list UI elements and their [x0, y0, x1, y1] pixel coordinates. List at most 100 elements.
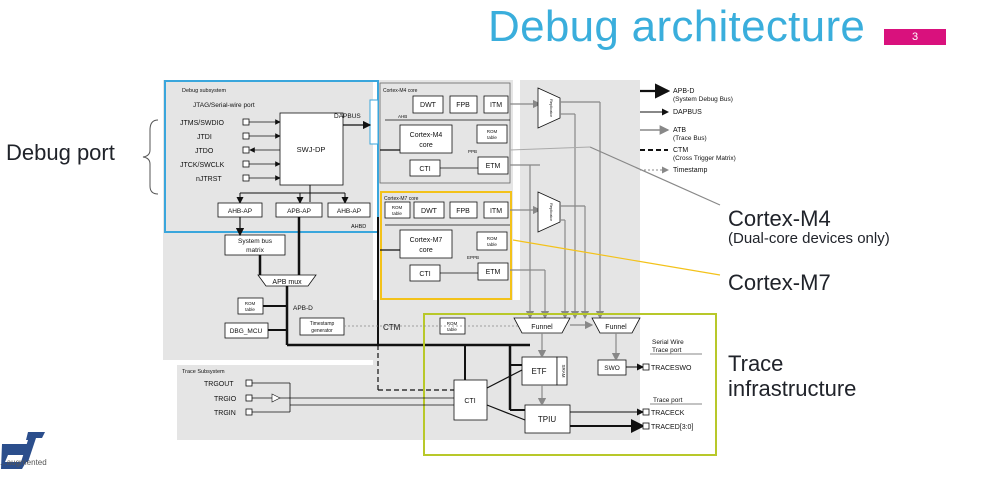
ahb-ap-label: AHB-AP [337, 208, 361, 215]
trig-pin-label: TRGIO [214, 396, 237, 403]
m4-ahb-label: AHB [398, 114, 407, 119]
m4-ppb-label: PPB [468, 149, 477, 154]
system-bus-matrix-label: matrix [246, 247, 264, 254]
rom-table-label: table [487, 242, 497, 247]
trgout-pin [245, 379, 253, 387]
tpiu-label: TPIU [538, 415, 556, 424]
logo-tagline: ...augmented [0, 458, 47, 467]
callout-trace-line1: Trace [728, 351, 784, 376]
rom-table-label: table [447, 327, 457, 332]
m4-cti-label: CTI [419, 166, 430, 173]
traceck-label: TRACECK [651, 410, 685, 417]
callout-trace-line2: infrastructure [728, 376, 857, 401]
cm7-core-label: Cortex-M7 [410, 237, 443, 244]
system-bus-matrix-block [224, 234, 286, 256]
legend-label: DAPBUS [673, 109, 702, 116]
trace-port-label: Trace port [653, 397, 683, 404]
dapbus-vertical-block [369, 99, 379, 145]
traceswo-label: TRACESWO [651, 365, 692, 372]
sram-label: SRAM [561, 364, 566, 377]
m7-itm-block [483, 201, 509, 219]
ahb-ap-label: AHB-AP [228, 208, 252, 215]
m7-fpb-label: FPB [456, 208, 470, 215]
trace-subsystem-label: Trace Subsystem [182, 369, 225, 375]
pin-label: JTMS/SWDIO [180, 120, 224, 127]
callout-cortex-m4-note: (Dual-core devices only) [728, 230, 890, 247]
trig-pin-label: TRGIN [214, 410, 236, 417]
slide-title: Debug architecture [488, 2, 866, 51]
m7-etm-label: ETM [486, 269, 501, 276]
timestamp-generator-block [299, 317, 345, 336]
timestamp-label: generator [311, 328, 333, 334]
legend-label: APB-D [673, 88, 694, 95]
legend-label: ATB [673, 127, 686, 134]
jtag-port-label: JTAG/Serial-wire port [193, 102, 255, 109]
rom-table-label: ROM [487, 129, 498, 134]
legend-sub: (Cross Trigger Matrix) [673, 155, 736, 162]
funnel-2 [591, 317, 641, 334]
timestamp-label: Timestamp [310, 321, 335, 327]
legend-label: CTM [673, 147, 688, 154]
trace-cti-label: CTI [464, 398, 475, 405]
rom-table-label: ROM [447, 321, 458, 326]
serial-wire-trace-port-label: Serial Wire [652, 339, 684, 346]
cortex-m7-pointer [512, 239, 721, 276]
cortex-m4-core-block [399, 124, 453, 154]
rom-table-label: table [245, 307, 255, 312]
pin-connector [242, 118, 250, 126]
trgin-pin [245, 408, 253, 416]
trgio-pin [245, 394, 253, 402]
page-number-badge: 3 [884, 29, 946, 45]
m7-core-title: Cortex-M7 core [384, 196, 419, 202]
m7-itm-label: ITM [490, 208, 502, 215]
m4-itm-label: ITM [490, 102, 502, 109]
serial-wire-trace-port-label: Trace port [652, 347, 682, 354]
cortex-m7-core-block [399, 229, 453, 259]
m7-fpb-block [449, 201, 478, 219]
cortex-m4-pointer-tail [509, 146, 591, 151]
apb-mux-label: APB mux [272, 279, 302, 286]
dbg-mcu-label: DBG_MCU [230, 328, 263, 335]
callout-debug-port: Debug port [6, 140, 115, 165]
trace-subsystem-bg [177, 365, 373, 440]
legend-label: Timestamp [673, 167, 707, 174]
legend-sub: (Trace Bus) [673, 135, 707, 142]
pin-connector [242, 132, 250, 140]
m7-rom-table-block-2 [476, 231, 508, 251]
ahbd-label: AHBD [351, 224, 366, 230]
swo-label: SWO [604, 365, 620, 372]
apb-mux-block [257, 274, 317, 287]
callout-cortex-m4: Cortex-M4 [728, 206, 831, 231]
trace-cti-block [453, 379, 488, 421]
etf-block [521, 356, 558, 386]
m4-fpb-label: FPB [456, 102, 470, 109]
rom-table-label: table [392, 211, 402, 216]
m7-cti-label: CTI [419, 271, 430, 278]
ctm-label: CTM [383, 323, 401, 332]
cortex-m4-pointer [589, 146, 721, 206]
swj-dp-block [279, 112, 344, 186]
pin-connector [242, 146, 250, 154]
m4-rom-table-block [476, 124, 508, 144]
apb-ap-label: APB-AP [287, 208, 311, 215]
funnel-label: Funnel [531, 324, 553, 331]
funnel-1 [513, 317, 571, 334]
apbd-label: APB-D [293, 305, 313, 312]
system-bus-matrix-label: System bus [238, 238, 273, 245]
tpiu-block [524, 404, 571, 434]
etf-label: ETF [531, 367, 546, 376]
ahb-ap-block-2 [327, 202, 371, 218]
m7-etm-block [477, 262, 509, 281]
trig-pin-label: TRGOUT [204, 381, 234, 388]
st-logo [1, 432, 45, 469]
m7-rom-table-block [384, 201, 411, 219]
rom-table-label: ROM [245, 301, 256, 306]
m4-itm-block [483, 95, 509, 114]
m4-dwt-label: DWT [420, 102, 437, 109]
rom-table-label: table [487, 135, 497, 140]
m7-dwt-label: DWT [421, 208, 438, 215]
m4-fpb-block [449, 95, 478, 114]
replicator-label: Replicator [549, 203, 554, 222]
legend: APB-D (System Debug Bus) DAPBUS ATB (Tra… [640, 83, 736, 174]
pin-label: JTCK/SWCLK [180, 162, 225, 169]
